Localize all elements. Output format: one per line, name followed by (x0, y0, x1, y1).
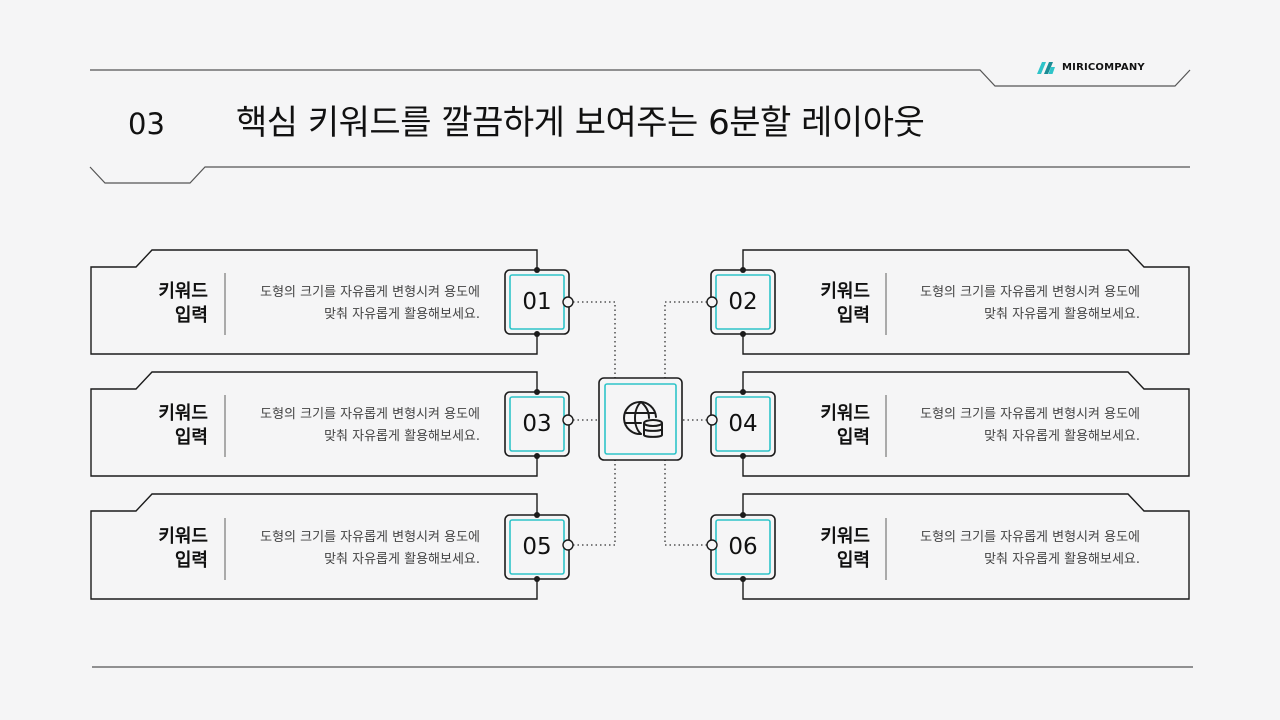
description-04: 도형의 크기를 자유롭게 변형시켜 용도에 맞춰 자유롭게 활용해보세요. (920, 407, 1140, 444)
header-top-line (90, 69, 1191, 87)
globe-database-icon (623, 401, 663, 438)
card-01-frame (90, 249, 538, 355)
keyword-04-line1: 키워드 (820, 403, 870, 424)
keyword-03-line2: 입력 (174, 427, 208, 448)
keyword-05-line2: 입력 (174, 550, 208, 571)
header-bottom-line (89, 166, 1190, 184)
page-title: 핵심 키워드를 깔끔하게 보여주는 6분할 레이아웃 (236, 103, 925, 143)
connector-06 (664, 460, 707, 546)
center-hub-box (598, 377, 683, 461)
card-02-frame (742, 249, 1190, 355)
number-03: 03 (522, 411, 552, 437)
number-05: 05 (522, 534, 552, 560)
card-06-frame (742, 493, 1190, 600)
keyword-02: 키워드 입력 (760, 280, 870, 328)
number-01: 01 (522, 289, 552, 315)
connector-02 (664, 301, 707, 378)
number-02: 02 (728, 289, 758, 315)
description-06: 도형의 크기를 자유롭게 변형시켜 용도에 맞춰 자유롭게 활용해보세요. (920, 530, 1140, 567)
keyword-06-line2: 입력 (836, 550, 870, 571)
description-01: 도형의 크기를 자유롭게 변형시켜 용도에 맞춰 자유롭게 활용해보세요. (260, 285, 480, 322)
keyword-06: 키워드 입력 (760, 525, 870, 573)
section-number: 03 (128, 107, 165, 141)
card-03-frame (90, 371, 538, 477)
keyword-06-line1: 키워드 (820, 526, 870, 547)
description-02: 도형의 크기를 자유롭게 변형시켜 용도에 맞춰 자유롭게 활용해보세요. (920, 285, 1140, 322)
number-06: 06 (728, 534, 758, 560)
keyword-04-line2: 입력 (836, 427, 870, 448)
card-05-frame (90, 493, 538, 600)
miricompany-logo-icon (1037, 62, 1055, 74)
number-04: 04 (728, 411, 758, 437)
connector-01 (573, 301, 616, 378)
keyword-02-line2: 입력 (836, 305, 870, 326)
brand: MIRICOMPANY (1036, 60, 1166, 76)
card-04-frame (742, 371, 1190, 477)
keyword-02-line1: 키워드 (820, 281, 870, 302)
description-03: 도형의 크기를 자유롭게 변형시켜 용도에 맞춰 자유롭게 활용해보세요. (260, 407, 480, 444)
keyword-01-line1: 키워드 (158, 281, 208, 302)
connector-05 (573, 460, 616, 546)
keyword-01: 키워드 입력 (98, 280, 208, 328)
keyword-05-line1: 키워드 (158, 526, 208, 547)
keyword-05: 키워드 입력 (98, 525, 208, 573)
keyword-01-line2: 입력 (174, 305, 208, 326)
brand-name: MIRICOMPANY (1062, 62, 1145, 73)
keyword-03-line1: 키워드 (158, 403, 208, 424)
keyword-03: 키워드 입력 (98, 402, 208, 450)
description-05: 도형의 크기를 자유롭게 변형시켜 용도에 맞춰 자유롭게 활용해보세요. (260, 530, 480, 567)
keyword-04: 키워드 입력 (760, 402, 870, 450)
